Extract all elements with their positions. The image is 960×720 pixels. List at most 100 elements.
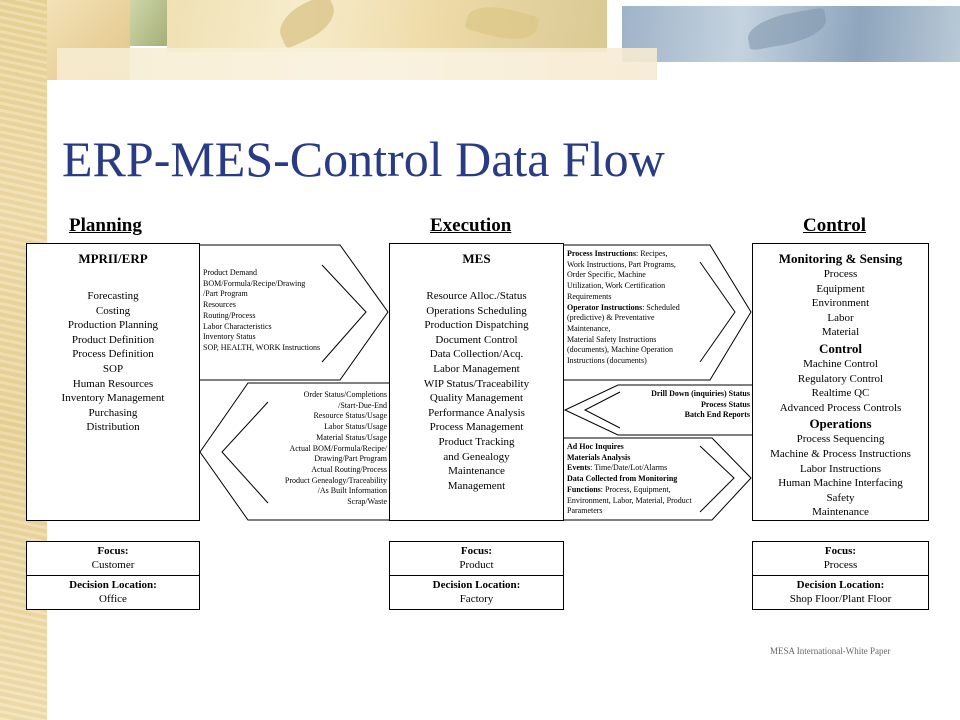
focus-label: Focus: [97, 545, 129, 557]
mes-item: Management [447, 479, 506, 492]
decision-location-value: Factory [459, 593, 494, 605]
functions-label: Functions [567, 484, 601, 494]
flow-line: Resource Status/Usage [313, 411, 387, 421]
mes-item: Maintenance [448, 465, 505, 478]
mes-header: MES [462, 251, 491, 266]
flow-line: Labor Status/Usage [324, 422, 387, 432]
control-item: Material [821, 326, 860, 339]
flow-line: Drawing/Part Program [314, 454, 387, 464]
flow-line: Product Genealogy/Traceability [284, 475, 387, 485]
arrow-erp-to-mes-chevron [321, 264, 367, 363]
erp-item: Inventory Management [61, 392, 165, 405]
mes-item: Performance Analysis [428, 406, 525, 419]
arrow-control-to-mes-chevron [583, 391, 621, 429]
source-credit: MESA International-White Paper [770, 646, 891, 656]
flow-line: Requirements [567, 291, 612, 301]
flow-mes-to-erp-text: Order Status/Completions /Start-Due-End … [255, 390, 387, 508]
mes-item: Labor Management [433, 362, 520, 375]
arrow-control-to-mes [563, 384, 752, 436]
control-item: Machine & Process Instructions [770, 447, 911, 460]
focus-value: Customer [91, 559, 135, 571]
erp-item: Human Resources [72, 377, 154, 390]
operator-instructions-label: Operator Instructions [567, 302, 643, 312]
control-item: Equipment [816, 282, 865, 295]
flow-line: (documents), Machine Operation [567, 345, 673, 355]
mes-item: Document Control [435, 333, 518, 346]
mes-item: Quality Management [429, 392, 524, 405]
control-item: Labor Instructions [800, 462, 881, 475]
execution-column-heading: Execution [430, 215, 512, 236]
focus-value: Process [823, 559, 858, 571]
flow-line: Product Demand [203, 268, 257, 277]
flow-line: Order Specific, Machine [567, 270, 646, 280]
mes-item: Product Tracking [438, 435, 515, 448]
flow-line: : Process, Equipment, [600, 484, 671, 494]
arrow-mes-to-erp [199, 382, 389, 521]
flow-line: Resources [203, 300, 236, 310]
flow-line: (predictive) & Preventative [567, 313, 655, 323]
control-box: Monitoring & Sensing Process Equipment E… [752, 243, 929, 521]
flow-line: Actual Routing/Process [311, 464, 387, 474]
erp-item: Forecasting [87, 290, 139, 302]
control-item: Labor [827, 311, 854, 324]
flow-line: Ad Hoc Inquires [567, 442, 624, 451]
mes-box: MES Resource Alloc./Status Operations Sc… [389, 243, 564, 521]
flow-line: Material Safety Instructions [567, 334, 657, 344]
mes-item: Production Dispatching [424, 319, 529, 332]
flow-adhoc-text: Ad Hoc Inquires Materials Analysis Event… [567, 442, 692, 517]
control-item: Realtime QC [811, 387, 870, 400]
decision-location-label: Decision Location: [796, 579, 885, 591]
control-subheader: Control [818, 340, 863, 356]
erp-item: Product Definition [71, 333, 155, 346]
arrow-adhoc-chevron [699, 445, 735, 513]
slide-title: ERP-MES-Control Data Flow [62, 131, 665, 187]
flow-line: : Time/Date/Lot/Alarms [590, 463, 668, 473]
flow-line: Scrap/Waste [347, 497, 387, 507]
decision-location-value: Office [99, 593, 127, 605]
erp-item: Distribution [86, 421, 140, 434]
flow-line: Instructions (documents) [567, 356, 647, 366]
arrow-mes-to-erp-chevron [221, 401, 269, 504]
arrow-mes-to-control [564, 244, 752, 381]
flow-line: SOP, HEALTH, WORK Instructions [203, 342, 321, 352]
erp-header: MPRII/ERP [78, 251, 148, 266]
flow-line: Parameters [567, 506, 603, 516]
planning-column-heading: Planning [69, 215, 142, 236]
flow-line: Work Instructions, Part Programs, [567, 259, 676, 269]
erp-item: Purchasing [88, 406, 138, 419]
flow-line: Routing/Process [203, 310, 256, 320]
mes-item: WIP Status/Traceability [423, 377, 530, 390]
control-item: Maintenance [812, 506, 869, 519]
flow-line: BOM/Formula/Recipe/Drawing [203, 278, 306, 288]
focus-box-planning: Focus: Customer Decision Location: Office [26, 541, 200, 610]
flow-line: Batch End Reports [684, 410, 750, 420]
focus-label: Focus: [824, 545, 857, 557]
flow-mes-to-control-text: Process Instructions: Recipes, Work Inst… [567, 249, 680, 367]
arrow-erp-to-mes [200, 244, 389, 381]
flow-line: Environment, Labor, Material, Product [567, 495, 692, 505]
mes-item: and Genealogy [443, 450, 510, 463]
erp-item: SOP [102, 362, 124, 375]
flow-line: : Scheduled [642, 302, 680, 312]
operations-header: Operations [809, 416, 872, 432]
flow-control-to-mes-text: Drill Down (inquiries) Status Process St… [620, 389, 750, 421]
monitoring-header: Monitoring & Sensing [778, 251, 903, 266]
flow-line: Inventory Status [203, 332, 256, 342]
mes-item: Resource Alloc./Status [426, 290, 527, 302]
flow-line: /Start-Due-End [338, 400, 387, 410]
decor-tile [57, 48, 657, 80]
focus-box-execution: Focus:Product Decision Location:Factory [389, 541, 564, 610]
flow-line: /Part Program [203, 289, 248, 299]
flow-line: : Recipes, [635, 249, 668, 258]
decision-location-label: Decision Location: [69, 579, 157, 591]
top-decorative-strip [47, 0, 960, 80]
control-column-heading: Control [803, 215, 866, 236]
flow-line: Labor Characteristics [203, 321, 272, 331]
erp-box: MPRII/ERP Forecasting Costing Production… [26, 243, 200, 521]
mes-item: Operations Scheduling [426, 304, 527, 317]
flow-line: Material Status/Usage [316, 432, 387, 442]
flow-line: Actual BOM/Formula/Recipe/ [289, 443, 387, 453]
decision-location-label: Decision Location: [432, 579, 521, 591]
erp-item: Production Planning [67, 319, 159, 332]
